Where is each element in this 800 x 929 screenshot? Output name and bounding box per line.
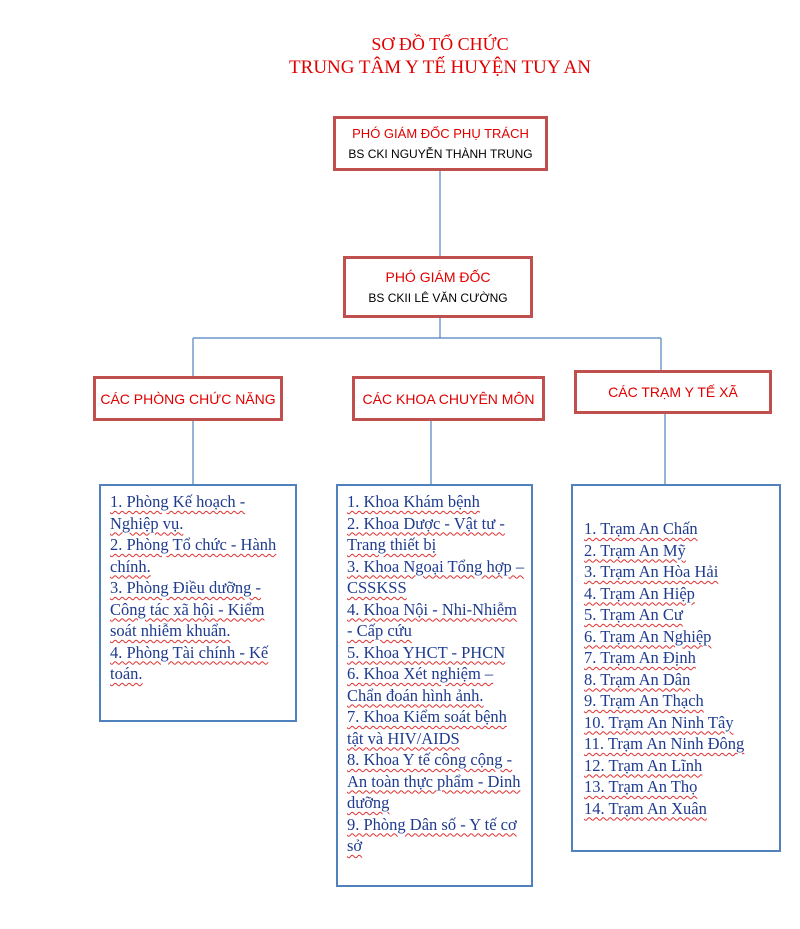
director-role: PHÓ GIÁM ĐỐC PHỤ TRÁCH — [352, 126, 529, 141]
departments-list-box: 1. Phòng Kế hoạch - Nghiệp vụ.2. Phòng T… — [99, 484, 297, 722]
faculties-item: 7. Khoa Kiểm soát bệnh tật và HIV/AIDS — [347, 707, 507, 748]
departments-item: 2. Phòng Tổ chức - Hành chính. — [110, 535, 277, 576]
chart-subtitle: TRUNG TÂM Y TẾ HUYỆN TUY AN — [289, 57, 591, 78]
stations-item: 2. Trạm An Mỹ — [584, 540, 686, 560]
stations-list-box: 1. Trạm An Chấn 2. Trạm An Mỹ 3. Trạm An H… — [571, 484, 781, 852]
stations-item: 13. Trạm An Thọ — [584, 777, 698, 796]
stations-item: 11. Trạm An Ninh Đông — [584, 734, 745, 753]
branch-stations: CÁC TRẠM Y TẾ XÃ — [574, 370, 772, 414]
faculties-item: 8. Khoa Y tế công cộng - An toàn thực ph… — [347, 750, 521, 812]
departments-item: 4. Phòng Tài chính - Kế toán. — [110, 642, 269, 684]
faculties-list: 1. Khoa Khám bệnh 2. Khoa Dược - Vật tư -… — [347, 491, 525, 857]
departments-item: 3. Phòng Điều dưỡng - Công tác xã hội - … — [110, 578, 265, 640]
director-name: BS CKI NGUYỄN THÀNH TRUNG — [348, 147, 533, 161]
faculties-item: 4. Khoa Nội - Nhi-Nhiễm - Cấp cứu — [347, 599, 518, 641]
director-box: PHÓ GIÁM ĐỐC PHỤ TRÁCH BS CKI NGUYỄN THÀ… — [333, 116, 548, 171]
branch-departments: CÁC PHÒNG CHỨC NĂNG — [93, 376, 283, 421]
stations-item: 14. Trạm An Xuân — [584, 798, 707, 818]
departments-item: 1. Phòng Kế hoạch - Nghiệp vụ. — [110, 492, 246, 533]
branch-faculties: CÁC KHOA CHUYÊN MÔN — [352, 376, 545, 421]
faculties-item: 1. Khoa Khám bệnh — [347, 492, 480, 511]
stations-item: 7. Trạm An Định — [584, 648, 696, 667]
faculties-item: 9. Phòng Dân số - Y tế cơ sở — [347, 814, 517, 856]
stations-item: 8. Trạm An Dân — [584, 669, 691, 689]
stations-item: 3. Trạm An Hòa Hải — [584, 562, 719, 581]
faculties-item: 2. Khoa Dược - Vật tư - Trang thiết bị — [347, 513, 505, 555]
stations-item: 1. Trạm An Chấn — [584, 519, 698, 538]
deputy-director-role: PHÓ GIÁM ĐỐC — [385, 269, 491, 285]
stations-item: 6. Trạm An Nghiệp — [584, 626, 712, 646]
faculties-item: 3. Khoa Ngoại Tổng hợp – CSSKSS — [347, 556, 525, 598]
stations-item: 10. Trạm An Ninh Tây — [584, 712, 734, 732]
deputy-director-box: PHÓ GIÁM ĐỐC BS CKII LÊ VĂN CƯỜNG — [343, 256, 533, 318]
stations-item: 12. Trạm An Lĩnh — [584, 755, 703, 775]
departments-list: 1. Phòng Kế hoạch - Nghiệp vụ.2. Phòng T… — [110, 491, 289, 685]
faculties-item: 5. Khoa YHCT - PHCN — [347, 642, 506, 662]
chart-title: SƠ ĐỒ TỔ CHỨC — [371, 34, 509, 54]
deputy-director-name: BS CKII LÊ VĂN CƯỜNG — [368, 291, 508, 305]
stations-list: 1. Trạm An Chấn 2. Trạm An Mỹ 3. Trạm An H… — [584, 518, 773, 819]
stations-item: 9. Trạm An Thạch — [584, 691, 704, 710]
faculties-list-box: 1. Khoa Khám bệnh 2. Khoa Dược - Vật tư -… — [336, 484, 533, 887]
stations-item: 5. Trạm An Cư — [584, 605, 683, 624]
faculties-item: 6. Khoa Xét nghiệm – Chẩn đoán hình ảnh. — [347, 664, 494, 705]
stations-item: 4. Trạm An Hiệp — [584, 583, 695, 603]
